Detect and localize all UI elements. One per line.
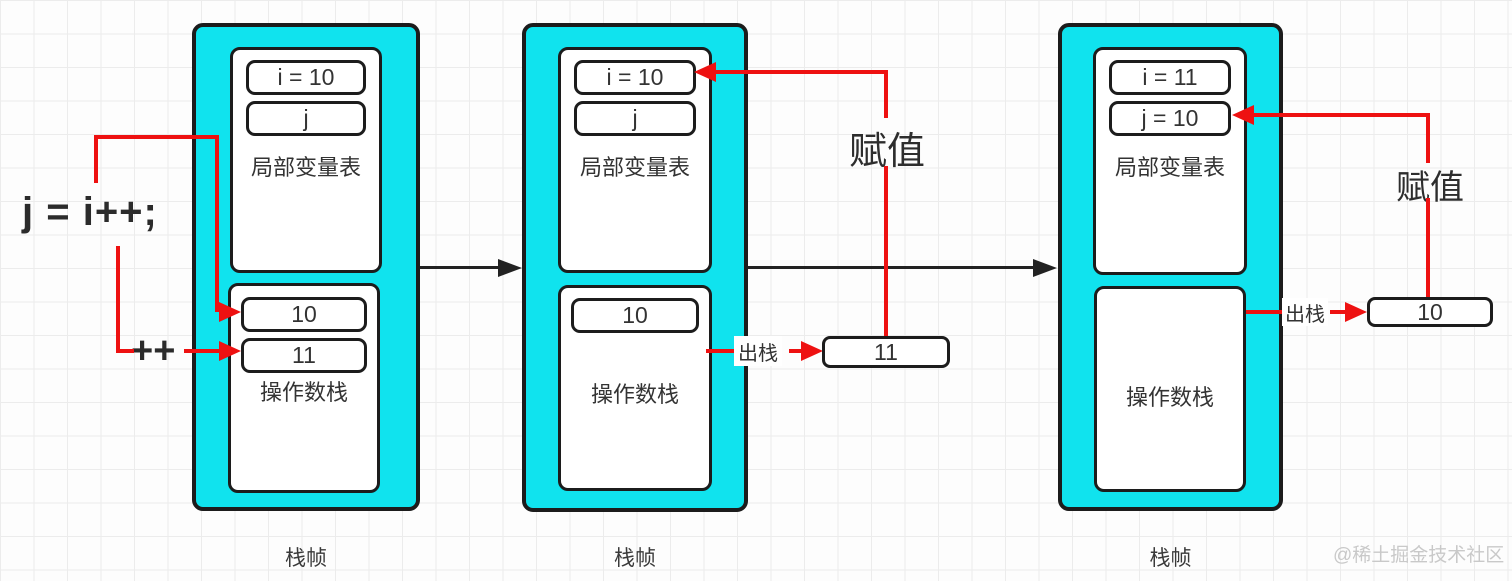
lvt-slot: j = 10	[1109, 101, 1231, 136]
operand-stack-2: 10 操作数栈	[558, 285, 712, 491]
code-to-stack-line	[94, 135, 219, 139]
os-slot: 10	[571, 298, 699, 333]
assign-line	[1426, 113, 1430, 163]
frame2-to-frame3-arrowhead-icon	[1033, 259, 1057, 277]
pop-label: 出栈	[734, 336, 782, 366]
lvt-slot: j	[574, 101, 696, 136]
increment-line	[116, 349, 134, 353]
stack-frame-1: i = 10 j 局部变量表 10 11 操作数栈	[192, 23, 420, 511]
pop-arrowhead-icon	[801, 341, 823, 361]
operand-stack-3: 操作数栈	[1094, 286, 1246, 492]
frame-caption-2: 栈帧	[614, 547, 656, 570]
popped-value-box: 11	[822, 336, 950, 368]
frame2-to-frame3-arrow-line	[748, 266, 1035, 269]
pop-arrowhead-icon	[1345, 302, 1367, 322]
pop-line	[1246, 310, 1286, 314]
increment-annotation: ++	[131, 330, 176, 372]
assign-label: 赋值	[1396, 169, 1464, 207]
pop-line	[1330, 310, 1346, 314]
lvt-slot: i = 10	[574, 60, 696, 95]
assign-to-i-arrowhead-icon	[694, 62, 716, 82]
local-variable-table-1: i = 10 j 局部变量表	[230, 47, 382, 273]
assign-line	[884, 70, 888, 118]
lvt-slot: j	[246, 101, 366, 136]
lvt-slot: i = 10	[246, 60, 366, 95]
code-to-stack-line	[215, 135, 219, 312]
increment-arrowhead-icon	[219, 341, 241, 361]
frame1-to-frame2-arrowhead-icon	[498, 259, 522, 277]
os-label: 操作数栈	[590, 382, 679, 407]
stack-frame-3: i = 11 j = 10 局部变量表 操作数栈	[1058, 23, 1283, 511]
lvt-label: 局部变量表	[250, 155, 361, 180]
code-to-stack-arrowhead-icon	[219, 302, 241, 322]
os-slot: 11	[241, 338, 367, 373]
assign-line	[714, 70, 888, 74]
local-variable-table-2: i = 10 j 局部变量表	[558, 47, 712, 273]
assign-to-j-arrowhead-icon	[1232, 105, 1254, 125]
operand-stack-1: 10 11 操作数栈	[228, 283, 380, 493]
increment-line	[184, 349, 219, 353]
local-variable-table-3: i = 11 j = 10 局部变量表	[1093, 47, 1247, 275]
lvt-slot: i = 11	[1109, 60, 1231, 95]
pop-line	[789, 349, 803, 353]
stack-frame-2: i = 10 j 局部变量表 10 操作数栈	[522, 23, 748, 512]
assign-line	[884, 166, 888, 336]
pop-line	[706, 349, 736, 353]
popped-value-box: 10	[1367, 297, 1493, 327]
increment-line	[116, 246, 120, 353]
pop-label: 出栈	[1282, 298, 1328, 326]
assign-line	[1426, 198, 1430, 297]
lvt-label: 局部变量表	[579, 155, 690, 180]
assign-line	[1252, 113, 1430, 117]
frame1-to-frame2-arrow-line	[420, 266, 500, 269]
code-annotation: j = i++;	[22, 190, 158, 234]
os-label: 操作数栈	[259, 380, 348, 405]
os-slot: 10	[241, 297, 367, 332]
frame-caption-3: 栈帧	[1149, 547, 1192, 570]
lvt-label: 局部变量表	[1114, 155, 1225, 180]
os-label: 操作数栈	[1125, 385, 1214, 410]
code-to-stack-line	[94, 135, 98, 183]
watermark: @稀土掘金技术社区	[1333, 545, 1505, 566]
frame-caption-1: 栈帧	[285, 547, 327, 570]
